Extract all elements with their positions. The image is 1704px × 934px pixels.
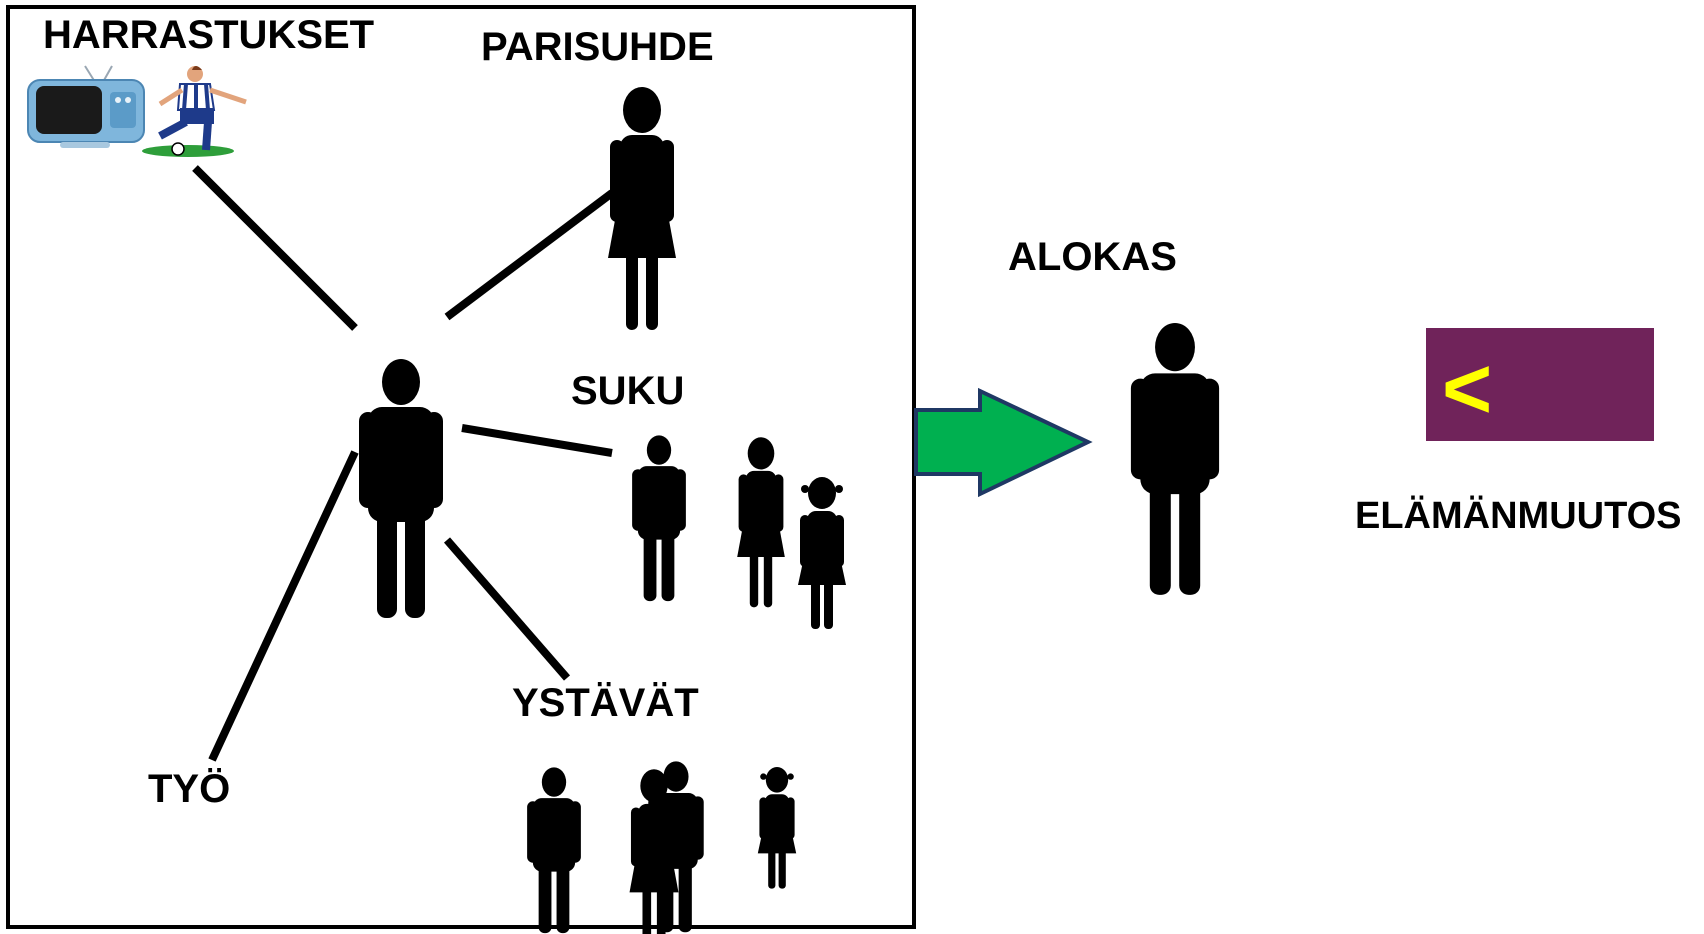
line-harrastukset [192,165,358,331]
person-icon-relative-man [632,435,686,602]
badge-background [1426,328,1654,441]
label-ystavat: YSTÄVÄT [512,681,699,725]
label-alokas: ALOKAS [1008,235,1177,279]
line-ystavat [443,537,571,681]
person-icon-recruit [1130,322,1220,595]
friends-group [527,761,797,934]
person-icon-partner [608,87,676,330]
label-harrastukset: HARRASTUKSET [43,13,374,57]
label-tyo: TYÖ [148,766,230,811]
person-icon-friend-girl [757,767,797,889]
less-than-symbol: < [1442,341,1492,437]
connection-lines [192,165,615,762]
line-parisuhde [444,189,615,321]
label-suku: SUKU [571,369,684,413]
person-icon-friend-man [527,767,581,934]
person-icon-self [359,359,443,618]
person-icon-relative-girl [798,477,846,629]
transition-arrow [914,387,1093,498]
person-icon-relative-woman [737,437,785,608]
tv-icon [27,65,145,148]
line-tyo [208,450,359,762]
soccer-player-icon [142,66,247,157]
change-badge: < [1426,328,1654,441]
family-group [632,435,846,629]
line-suku [461,424,613,457]
label-parisuhde: PARISUHDE [481,25,714,69]
label-elamanmuutos: ELÄMÄNMUUTOS [1355,494,1682,537]
